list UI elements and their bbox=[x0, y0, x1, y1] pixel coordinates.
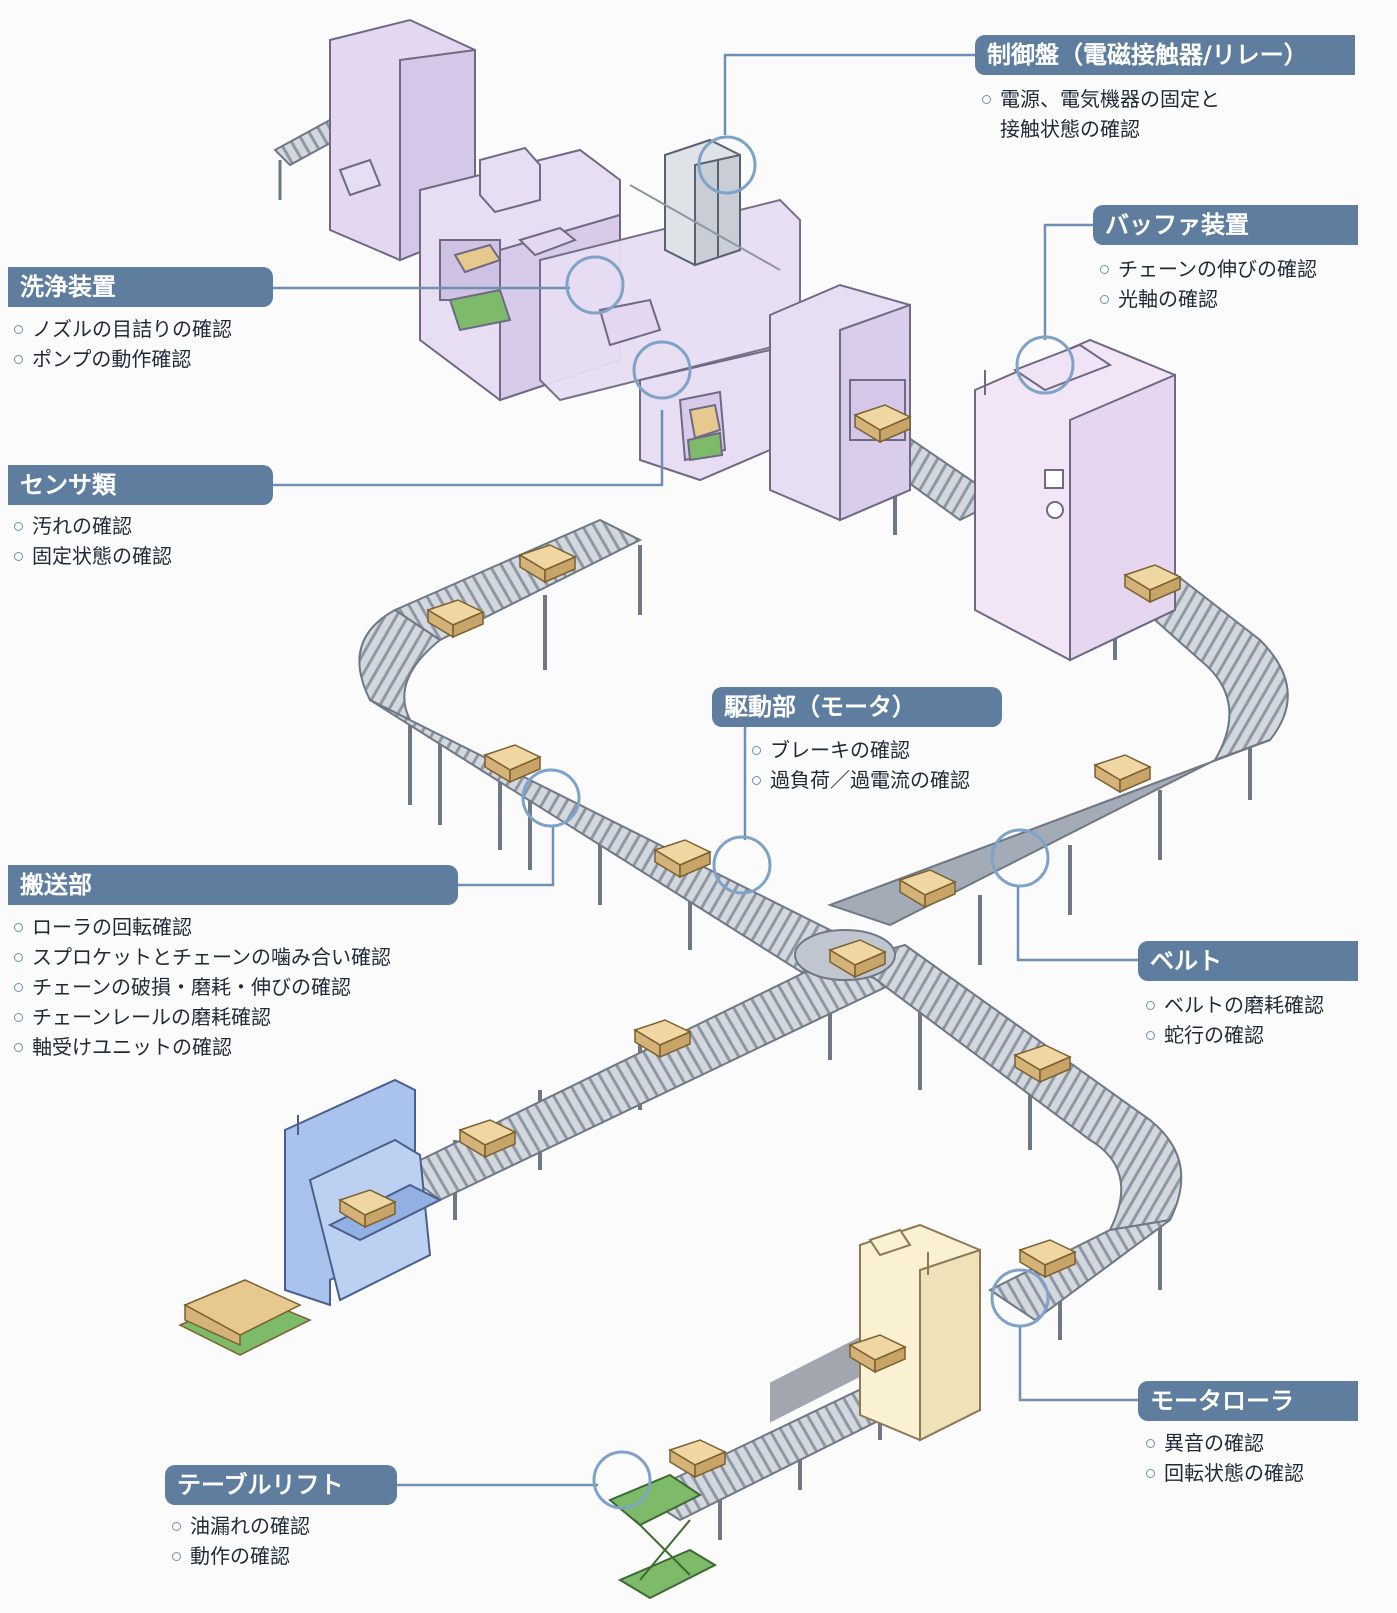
washing-machine bbox=[329, 18, 801, 482]
circle-conveyor bbox=[521, 768, 581, 828]
inspection-circles bbox=[521, 135, 1075, 1510]
circle-control bbox=[697, 135, 757, 195]
bullet-icon bbox=[1146, 1031, 1155, 1040]
circle-drive bbox=[712, 835, 772, 895]
callout-buffer-title: バッファ装置 bbox=[1093, 205, 1358, 245]
bullet-icon bbox=[982, 95, 991, 104]
bullet-icon bbox=[14, 923, 23, 932]
circle-washer bbox=[565, 255, 625, 315]
bullet-icon bbox=[1100, 265, 1109, 274]
table-lift bbox=[608, 1473, 718, 1600]
callout-motor-roller-items: 異音の確認 回転状態の確認 bbox=[1146, 1428, 1304, 1488]
callout-conveyor-items: ローラの回転確認 スプロケットとチェーンの噛み合い確認 チェーンの破損・磨耗・伸… bbox=[14, 912, 391, 1062]
circle-motor-roller bbox=[990, 1268, 1050, 1328]
control-panel-cabinet bbox=[664, 138, 741, 267]
bullet-icon bbox=[1146, 1001, 1155, 1010]
bullet-icon bbox=[14, 325, 23, 334]
bullet-icon bbox=[14, 552, 23, 561]
circle-belt bbox=[990, 828, 1050, 888]
callout-motor-roller-title: モータローラ bbox=[1138, 1381, 1358, 1421]
bullet-icon bbox=[14, 1043, 23, 1052]
callout-sensor-title: センサ類 bbox=[8, 465, 273, 505]
callout-belt-items: ベルトの磨耗確認 蛇行の確認 bbox=[1146, 990, 1324, 1050]
callout-washer-items: ノズルの目詰りの確認 ポンプの動作確認 bbox=[14, 314, 232, 374]
callout-buffer-items: チェーンの伸びの確認 光軸の確認 bbox=[1100, 254, 1317, 314]
bullet-icon bbox=[752, 746, 761, 755]
callout-drive-items: ブレーキの確認 過負荷／過電流の確認 bbox=[752, 735, 970, 795]
leader-lines bbox=[270, 53, 1140, 1487]
bullet-icon bbox=[14, 522, 23, 531]
callout-drive-title: 駆動部（モータ） bbox=[712, 687, 1002, 727]
callout-sensor-items: 汚れの確認 固定状態の確認 bbox=[14, 511, 172, 571]
cargo-boxes bbox=[338, 404, 1182, 1479]
conveyor-lower-right bbox=[988, 1219, 1171, 1322]
buffer-machine bbox=[974, 338, 1176, 662]
callout-control-title: 制御盤（電磁接触器/リレー） bbox=[975, 35, 1355, 75]
bullet-icon bbox=[172, 1522, 181, 1531]
callout-table-lift-items: 油漏れの確認 動作の確認 bbox=[172, 1511, 310, 1571]
bullet-icon bbox=[14, 983, 23, 992]
callout-table-lift-title: テーブルリフト bbox=[165, 1465, 397, 1505]
bullet-icon bbox=[14, 1013, 23, 1022]
callout-washer-title: 洗浄装置 bbox=[8, 267, 273, 307]
bullet-icon bbox=[1100, 295, 1109, 304]
motor-roller-machine bbox=[859, 1223, 981, 1442]
circle-sensor bbox=[632, 340, 692, 400]
bullet-icon bbox=[1146, 1469, 1155, 1478]
bullet-icon bbox=[1146, 1439, 1155, 1448]
bullet-icon bbox=[14, 953, 23, 962]
conveyor-diagonal-c bbox=[847, 943, 1183, 1232]
circle-buffer bbox=[1015, 335, 1075, 395]
callout-belt-title: ベルト bbox=[1138, 941, 1358, 981]
inspection-machine bbox=[769, 283, 911, 522]
bullet-icon bbox=[752, 776, 761, 785]
circle-table-lift bbox=[592, 1450, 652, 1510]
bullet-icon bbox=[14, 355, 23, 364]
conveyor-diagonal-b bbox=[398, 958, 893, 1202]
callout-conveyor-title: 搬送部 bbox=[8, 865, 458, 905]
callout-control-items: 電源、電気機器の固定と 接触状態の確認 bbox=[982, 84, 1220, 144]
bullet-icon bbox=[172, 1552, 181, 1561]
pallet-boxes bbox=[178, 1279, 312, 1356]
